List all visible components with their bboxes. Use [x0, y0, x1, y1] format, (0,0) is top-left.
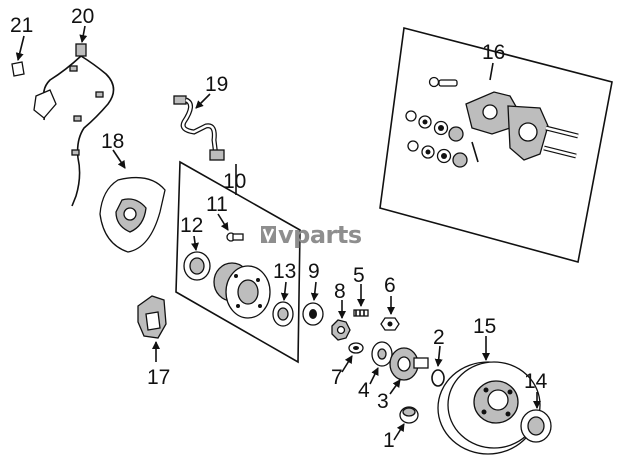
hub-assembly-panel [175, 160, 301, 364]
callout-19: 19 [205, 73, 228, 96]
rotor-seal [520, 409, 552, 443]
washer [348, 342, 364, 354]
callout-4: 4 [358, 379, 370, 402]
callout-12: 12 [180, 214, 203, 237]
hub-cap [399, 406, 419, 424]
snap-ring [431, 369, 445, 387]
leader-arrows [15, 25, 541, 441]
callout-21: 21 [10, 14, 33, 37]
sensor-clip [11, 61, 25, 77]
callout-1: 1 [383, 429, 395, 452]
callout-14: 14 [524, 370, 548, 393]
piston-seals-lower [407, 140, 468, 168]
callout-2: 2 [433, 326, 445, 349]
callout-9: 9 [308, 260, 320, 283]
abs-sensor-wire [33, 43, 115, 207]
callout-labels: 1 2 3 4 5 6 7 8 9 10 11 12 13 14 15 16 1… [10, 5, 548, 452]
callout-15: 15 [473, 315, 496, 338]
callout-5: 5 [353, 264, 365, 287]
screw [353, 309, 369, 317]
dust-shield [99, 176, 166, 253]
slide-pin [428, 76, 458, 88]
callout-6: 6 [384, 274, 396, 297]
piston-seals-upper [405, 110, 464, 142]
inner-bearing [183, 251, 211, 281]
callout-3: 3 [377, 390, 389, 413]
callout-11: 11 [206, 193, 228, 216]
watermark-logo: vparts [261, 221, 362, 249]
caliper-bracket [137, 295, 167, 339]
callout-13: 13 [273, 260, 296, 283]
outer-bearing [272, 301, 294, 327]
brake-hose [173, 95, 225, 161]
hub-flange [389, 347, 429, 381]
callout-17: 17 [147, 366, 170, 389]
hub-body [213, 262, 271, 319]
caliper-bolts [543, 125, 579, 159]
watermark-text: vparts [278, 221, 362, 249]
caliper-body [465, 91, 549, 163]
nut [380, 317, 400, 331]
callout-16: 16 [482, 41, 505, 64]
gasket [371, 341, 393, 367]
callout-7: 7 [331, 366, 343, 389]
brake-rotor [437, 361, 541, 455]
hub-stud [226, 232, 244, 242]
caliper-group-panel [379, 26, 613, 263]
callout-20: 20 [71, 5, 94, 28]
callout-10: 10 [223, 170, 246, 193]
callout-8: 8 [334, 280, 346, 303]
lock-washer [331, 319, 351, 341]
grease-seal [302, 302, 324, 326]
callout-18: 18 [101, 130, 124, 153]
